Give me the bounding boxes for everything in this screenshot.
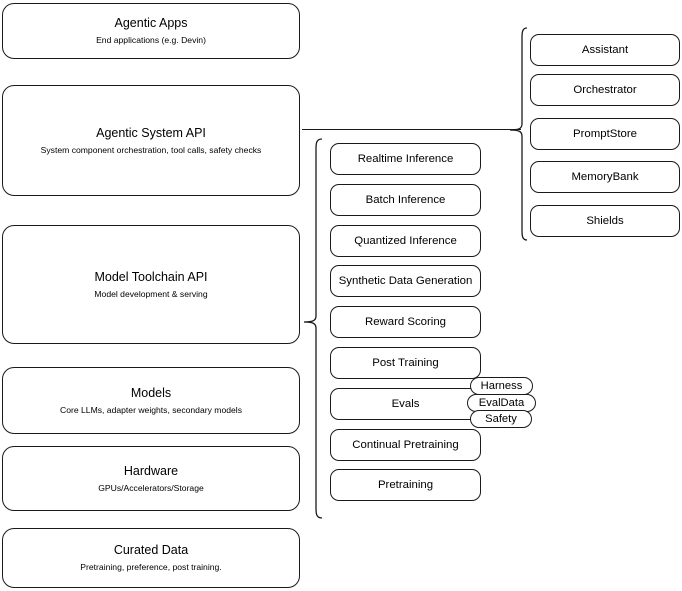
capability-label: Pretraining: [377, 479, 434, 491]
layer-title: Curated Data: [113, 543, 189, 557]
layer-title: Hardware: [123, 463, 179, 478]
capability-label: Synthetic Data Generation: [338, 275, 473, 287]
capability-box-synthetic-data-generation[interactable]: Synthetic Data Generation: [330, 265, 481, 297]
capability-box-pretraining[interactable]: Pretraining: [330, 469, 481, 501]
layer-box-hardware[interactable]: Hardware GPUs/Accelerators/Storage: [2, 446, 300, 511]
capability-label: Reward Scoring: [364, 316, 447, 328]
evals-tag-label: Safety: [485, 413, 517, 425]
component-box-shields[interactable]: Shields: [530, 205, 680, 237]
component-label: PromptStore: [573, 128, 637, 140]
capability-box-quantized-inference[interactable]: Quantized Inference: [330, 225, 481, 257]
layer-subtitle: System component orchestration, tool cal…: [40, 144, 262, 155]
capability-label: Post Training: [372, 357, 439, 369]
layer-title: Models: [130, 385, 172, 400]
component-box-assistant[interactable]: Assistant: [530, 34, 680, 66]
layer-box-curated-data[interactable]: Curated Data Pretraining, preference, po…: [2, 528, 300, 588]
component-label: Orchestrator: [573, 84, 637, 96]
capability-label: Realtime Inference: [357, 153, 454, 165]
layer-subtitle: Model development & serving: [94, 288, 208, 299]
capability-box-reward-scoring[interactable]: Reward Scoring: [330, 306, 481, 338]
layer-subtitle: Core LLMs, adapter weights, secondary mo…: [60, 404, 242, 415]
capability-box-batch-inference[interactable]: Batch Inference: [330, 184, 481, 216]
layer-subtitle: End applications (e.g. Devin): [96, 35, 206, 45]
brace-toolchain-capabilities: [303, 138, 323, 519]
evals-tag-safety[interactable]: Safety: [470, 410, 532, 428]
component-label: Assistant: [581, 44, 629, 56]
capability-box-continual-pretraining[interactable]: Continual Pretraining: [330, 429, 481, 461]
layer-title: Agentic Apps: [114, 16, 188, 30]
capability-box-post-training[interactable]: Post Training: [330, 347, 481, 379]
evals-tag-harness[interactable]: Harness: [470, 377, 533, 395]
layer-box-agentic-apps[interactable]: Agentic Apps End applications (e.g. Devi…: [2, 3, 300, 59]
component-label: Shields: [586, 215, 624, 227]
capability-label: Batch Inference: [365, 194, 446, 206]
component-box-orchestrator[interactable]: Orchestrator: [530, 74, 680, 106]
evals-tag-label: EvalData: [478, 397, 525, 409]
component-box-promptstore[interactable]: PromptStore: [530, 118, 680, 150]
connector-system-api-to-components: [302, 129, 521, 131]
layer-title: Agentic System API: [96, 125, 206, 140]
evals-tag-label: Harness: [480, 380, 523, 392]
component-box-memorybank[interactable]: MemoryBank: [530, 161, 680, 193]
layer-subtitle: Pretraining, preference, post training.: [80, 562, 222, 572]
capability-label: Evals: [391, 398, 420, 410]
capability-box-realtime-inference[interactable]: Realtime Inference: [330, 143, 481, 175]
brace-system-components: [509, 27, 528, 241]
layer-box-agentic-system-api[interactable]: Agentic System API System component orch…: [2, 85, 300, 196]
capability-box-evals[interactable]: Evals: [330, 388, 481, 420]
layer-subtitle: GPUs/Accelerators/Storage: [98, 482, 204, 493]
component-label: MemoryBank: [571, 171, 639, 183]
capability-label: Quantized Inference: [354, 235, 457, 247]
layer-box-models[interactable]: Models Core LLMs, adapter weights, secon…: [2, 367, 300, 434]
layer-box-model-toolchain-api[interactable]: Model Toolchain API Model development & …: [2, 225, 300, 344]
capability-label: Continual Pretraining: [352, 439, 459, 451]
layer-title: Model Toolchain API: [94, 269, 208, 284]
